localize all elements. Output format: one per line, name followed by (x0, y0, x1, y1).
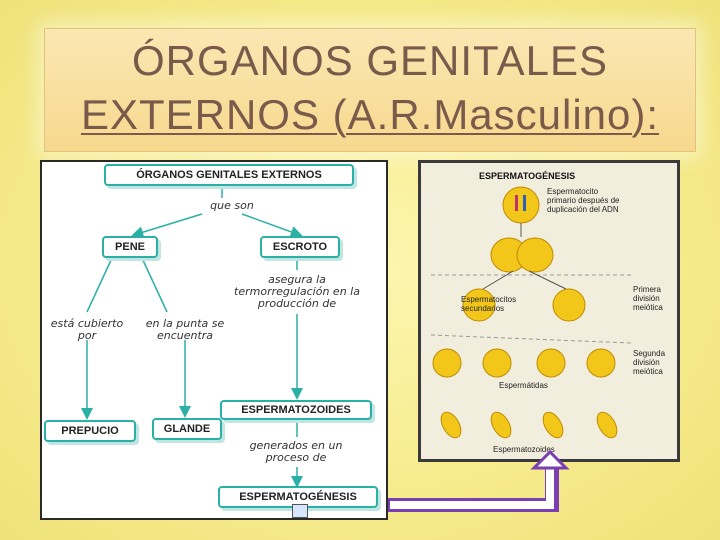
spermatogenesis-panel: ESPERMATOGÉNESIS Espermatocito primario … (418, 160, 680, 462)
label-second-division: Segunda división meiótica (633, 349, 666, 376)
title-line-2-text: EXTERNOS (A.R.Masculino): (80, 91, 660, 138)
spermatid-3 (536, 348, 566, 378)
concept-map-panel: ÓRGANOS GENITALES EXTERNOS que son PENE … (40, 160, 388, 520)
sperm-1 (440, 411, 462, 439)
node-root: ÓRGANOS GENITALES EXTERNOS (104, 164, 354, 186)
image-icon (292, 504, 308, 518)
label-first-division: Primera división meiótica (633, 285, 663, 312)
spermatogenesis-title: ESPERMATOGÉNESIS (479, 171, 576, 181)
secondary-cell-left (462, 288, 496, 322)
sperm-2 (490, 411, 512, 439)
connector-escroto (241, 213, 303, 238)
spermatid-2 (482, 348, 512, 378)
label-spermatids: Espermátidas (499, 381, 548, 390)
sperm-4 (596, 411, 618, 439)
spermatogenesis-diagram (430, 186, 632, 439)
node-prepucio: PREPUCIO (44, 420, 136, 442)
spermatid-1 (432, 348, 462, 378)
node-pene: PENE (102, 236, 158, 258)
title-box: ÓRGANOS GENITALES EXTERNOS (A.R.Masculin… (44, 28, 696, 152)
link-termorregulacion: asegura la termorregulación en la produc… (234, 273, 360, 310)
link-generados: generados en un proceso de (249, 439, 343, 464)
label-sperm: Espermatozoides (493, 445, 555, 454)
connector-pene-right (141, 257, 168, 313)
link-cubierto: está cubierto por (50, 317, 124, 342)
title-line-1: ÓRGANOS GENITALES (132, 37, 608, 84)
title-line-2: EXTERNOS (A.R.Masculino): (45, 91, 695, 139)
concept-map-connectors (81, 186, 303, 488)
secondary-cell-right (552, 288, 586, 322)
link-punta: en la punta se encuentra (145, 317, 225, 342)
division-line-2 (430, 334, 632, 344)
node-glande: GLANDE (152, 418, 222, 440)
spermatid-4 (586, 348, 616, 378)
arrow-head (530, 449, 570, 470)
node-escroto: ESCROTO (260, 236, 340, 258)
connector-pene (131, 213, 203, 238)
connector-pene-left (86, 257, 113, 313)
dividing-cell-right (516, 237, 554, 273)
link-que-son: que son (210, 199, 254, 212)
sperm-3 (542, 411, 564, 439)
node-espermatozoides: ESPERMATOZOIDES (220, 400, 372, 420)
label-secondary: Espermatocitos secundarios (461, 295, 517, 313)
label-primary: Espermatocito primario después de duplic… (547, 187, 620, 214)
